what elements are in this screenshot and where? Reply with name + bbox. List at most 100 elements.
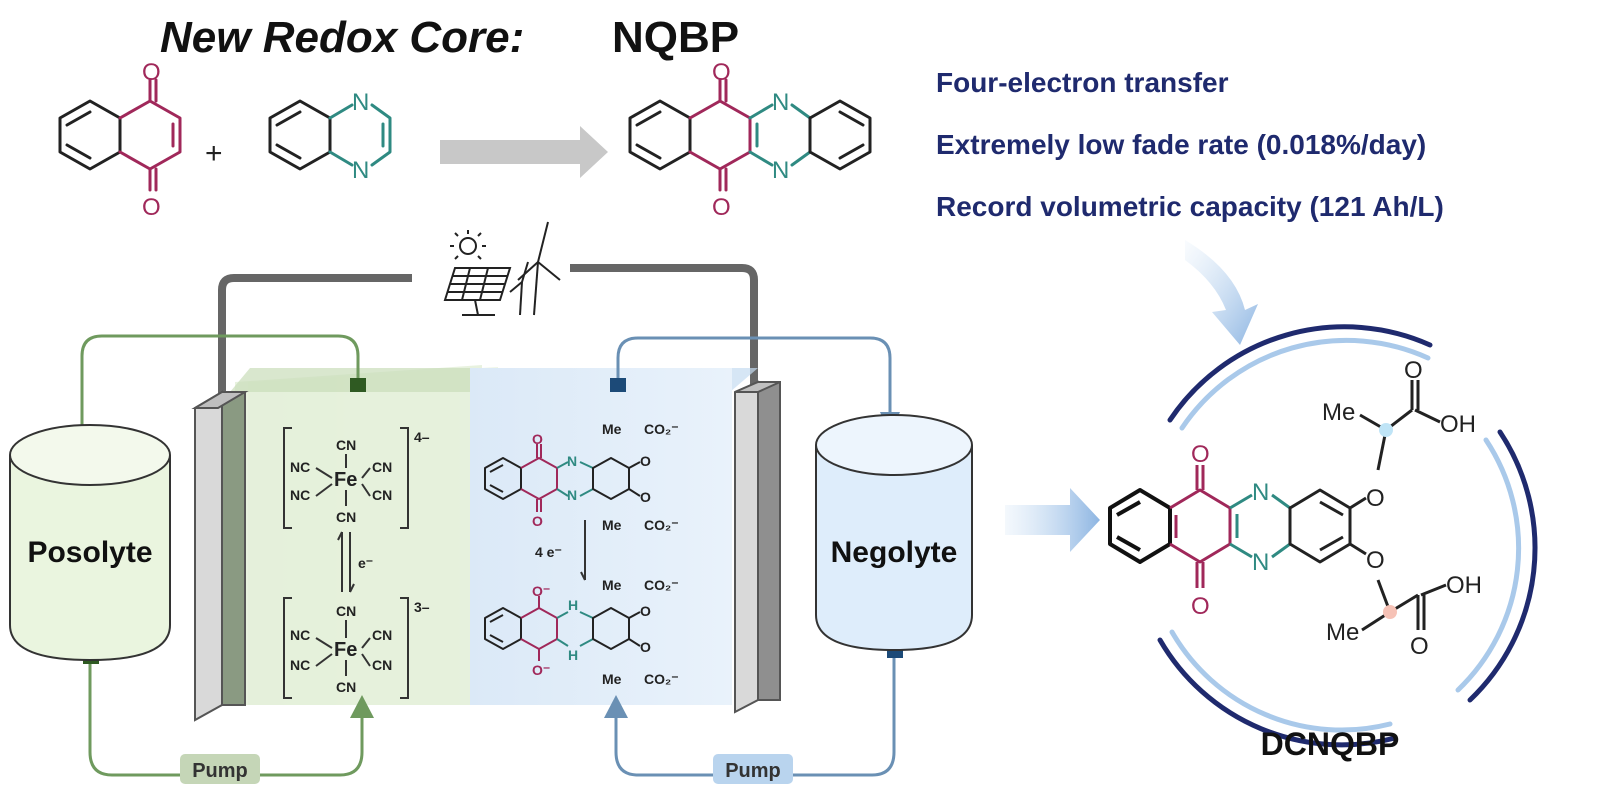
- fe-equilibrium-arrow: [337, 531, 355, 593]
- nqbp-nitrogen-top: N: [772, 89, 789, 116]
- dcnqbp-ether-o-lower: O: [1366, 547, 1385, 574]
- nqbp-cell-o-top: O: [532, 431, 543, 447]
- solar-panel-icon: [443, 267, 512, 316]
- negolyte-tank: Negolyte: [815, 414, 973, 652]
- pump-left: Pump: [180, 754, 260, 784]
- feature-list: Four-electron transfer Extremely low fad…: [936, 67, 1444, 222]
- title-name: NQBP: [612, 13, 739, 62]
- nqbp-red-ether-o-1: O: [640, 603, 651, 619]
- feature-1: Four-electron transfer: [936, 67, 1229, 98]
- naphthoquinone-structure: [58, 78, 182, 192]
- dcnqbp-name: DCNQBP: [1261, 726, 1400, 762]
- nqbp-nitrogen-bottom: N: [772, 157, 789, 184]
- feature-2: Extremely low fade rate (0.018%/day): [936, 129, 1426, 160]
- dcnqbp-ether-o-upper: O: [1366, 485, 1385, 512]
- negolyte-port: [610, 378, 626, 392]
- cn-top: CN: [336, 437, 356, 453]
- charge-4minus: 4–: [414, 429, 430, 445]
- reaction-arrow: [440, 126, 608, 178]
- nqbp-reduced: [484, 596, 641, 661]
- nqbp-cell-ether-o-2: O: [640, 489, 651, 505]
- nqbp-cell-ether-o-1: O: [640, 453, 651, 469]
- dcnqbp-me-upper: Me: [1322, 399, 1355, 426]
- nqbp-cell-n-top: N: [567, 453, 577, 469]
- negolyte-return-arrowhead: [604, 695, 628, 718]
- nqbp-red-nh-bot: H: [568, 647, 578, 663]
- nc-ll: NC: [290, 487, 310, 503]
- nqbp-cell-n-bot: N: [567, 487, 577, 503]
- features-to-product-arrow: [1185, 240, 1258, 345]
- nqbp-couple: [484, 444, 641, 661]
- product-ring: [1157, 324, 1538, 748]
- fe-ox: Fe: [334, 469, 357, 491]
- posolyte-return-arrowhead: [350, 695, 374, 718]
- nqbp-labels: O O N N O O Me CO₂⁻ Me CO₂⁻ 4 e⁻ O⁻ O⁻ H…: [532, 421, 679, 687]
- dcnqbp-o-top: O: [1191, 441, 1210, 468]
- feature-3: Record volumetric capacity (121 Ah/L): [936, 191, 1444, 222]
- qx-nitrogen-bottom: N: [352, 157, 369, 184]
- cn-bottom-red: CN: [336, 679, 356, 695]
- nqbp-red-co2-1: CO₂⁻: [644, 577, 679, 593]
- dcnqbp-n-top: N: [1252, 479, 1269, 506]
- renewable-energy-icon: [443, 221, 561, 316]
- plus-sign: +: [205, 137, 223, 170]
- dcnqbp-oh-upper: OH: [1440, 411, 1476, 438]
- cell-to-product-arrow: [1005, 488, 1100, 552]
- negolyte-label: Negolyte: [831, 536, 958, 569]
- sun-icon: [450, 230, 486, 260]
- nqbp-red-o-top: O⁻: [532, 583, 550, 599]
- nc-ll-red: NC: [290, 657, 310, 673]
- cn-ur: CN: [372, 459, 392, 475]
- posolyte-label: Posolyte: [27, 536, 152, 569]
- nqbp-structure: [628, 78, 872, 192]
- nqbp-red-o-bot: O⁻: [532, 662, 550, 678]
- nqbp-red-me-1: Me: [602, 577, 622, 593]
- nqbp-oxygen-bottom: O: [712, 194, 731, 221]
- negative-half-cell: [470, 368, 732, 705]
- ferrocyanide-4minus: 4– CN NC CN Fe NC CN CN: [283, 427, 430, 529]
- nq-oxygen-top: O: [142, 59, 161, 86]
- right-electrode: [734, 380, 781, 714]
- cn-lr: CN: [372, 487, 392, 503]
- nc-ul: NC: [290, 459, 310, 475]
- posolyte-port: [350, 378, 366, 392]
- dcnqbp-n-bottom: N: [1252, 549, 1269, 576]
- nqbp-cell-co2-1: CO₂⁻: [644, 421, 679, 437]
- title-prefix: New Redox Core:: [160, 13, 524, 62]
- nqbp-oxidized: [484, 444, 641, 512]
- nqbp-red-me-2: Me: [602, 671, 622, 687]
- charge-3minus: 3–: [414, 599, 430, 615]
- dcnqbp-o-bottom: O: [1191, 593, 1210, 620]
- dcnqbp-oh-lower: OH: [1446, 572, 1482, 599]
- nqbp-electron-arrow: [580, 520, 586, 581]
- nqbp-red-ether-o-2: O: [640, 639, 651, 655]
- cn-lr-red: CN: [372, 657, 392, 673]
- cn-bottom: CN: [336, 509, 356, 525]
- nqbp-electron-label: 4 e⁻: [535, 544, 562, 560]
- nqbp-cell-co2-2: CO₂⁻: [644, 517, 679, 533]
- pump-right-label: Pump: [725, 760, 781, 782]
- quinoxaline-structure: [268, 99, 392, 171]
- nqbp-cell-me-1: Me: [602, 421, 622, 437]
- stereocenter-lower: [1383, 605, 1397, 619]
- stereocenter-upper: [1379, 423, 1393, 437]
- fe-red: Fe: [334, 639, 357, 661]
- ferrocyanide-couple: 4– CN NC CN Fe NC CN CN e⁻: [283, 427, 430, 699]
- nqbp-red-nh-top: H: [568, 597, 578, 613]
- cn-top-red: CN: [336, 603, 356, 619]
- left-electrode: [191, 390, 249, 722]
- dcnqbp-carbonyl-o-upper: O: [1404, 357, 1423, 384]
- posolyte-tank: Posolyte: [9, 424, 171, 662]
- nqbp-cell-me-2: Me: [602, 517, 622, 533]
- external-circuit: [218, 264, 758, 400]
- wind-turbine-icon: [509, 221, 561, 316]
- reaction-scheme: O O + N N: [58, 59, 872, 221]
- title: New Redox Core: NQBP: [160, 13, 739, 62]
- nqbp-cell-o-bot: O: [532, 513, 543, 529]
- qx-nitrogen-top: N: [352, 89, 369, 116]
- nqbp-red-co2-2: CO₂⁻: [644, 671, 679, 687]
- dcnqbp-me-lower: Me: [1326, 619, 1359, 646]
- pump-right: Pump: [713, 754, 793, 784]
- cn-ur-red: CN: [372, 627, 392, 643]
- ferrocyanide-3minus: 3– CN NC CN Fe NC CN CN: [283, 597, 430, 699]
